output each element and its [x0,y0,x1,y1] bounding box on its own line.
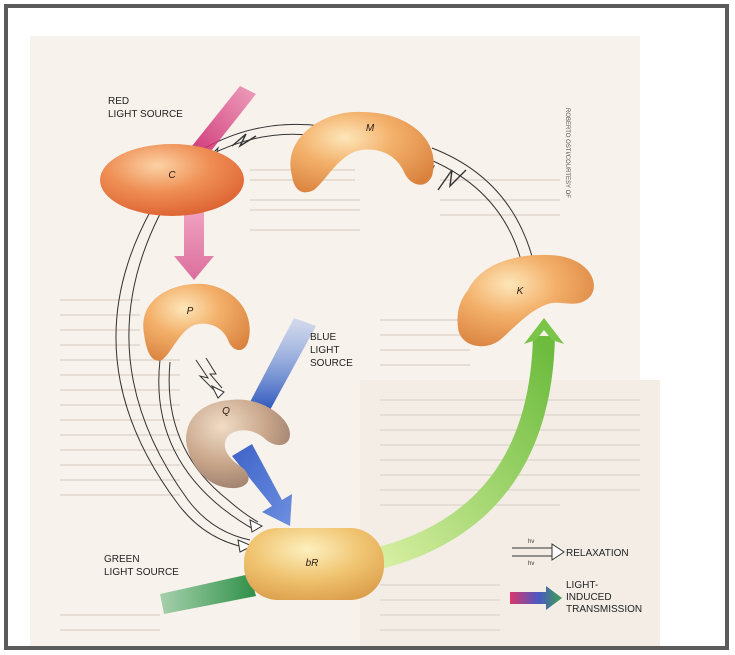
legend-light-label-line-1: LIGHT- [566,580,598,591]
blue-light-label-line-1: BLUE [310,332,336,343]
state-m-label: M [366,123,375,134]
state-p-label: P [187,306,194,317]
legend-relaxation-tag-2: hν [528,561,534,567]
green-light-label-line-1: GREEN [104,554,140,565]
side-credit: ROBERTO OSTI/COURTESY OF [564,108,570,198]
green-light-label-line-2: LIGHT SOURCE [104,567,179,578]
legend-light-label-line-2: INDUCED [566,592,612,603]
state-q-label: Q [222,406,230,417]
blue-light-label-line-2: LIGHT [310,345,339,356]
red-light-label-line-2: LIGHT SOURCE [108,109,183,120]
legend-relaxation-tag-1: hν [528,539,534,545]
legend-relaxation-label: RELAXATION [566,548,629,559]
state-br-label: bR [306,558,319,569]
state-c-label: C [168,170,176,181]
blue-light-label-line-3: SOURCE [310,358,353,369]
legend-light-label-line-3: TRANSMISSION [566,604,642,615]
red-light-label-line-1: RED [108,96,129,107]
